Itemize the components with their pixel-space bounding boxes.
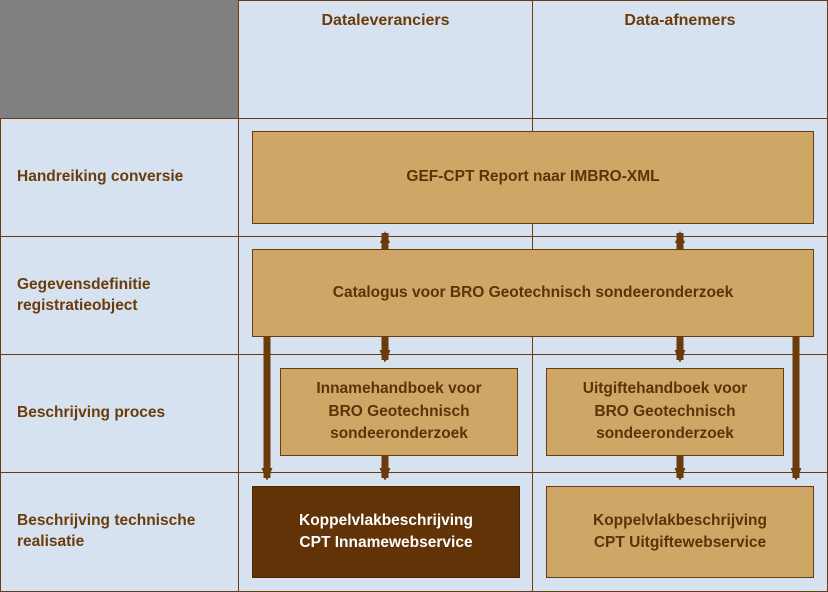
box-koppelvlak-uitgifte-line1: Koppelvlakbeschrijving	[593, 511, 767, 529]
box-koppelvlak-inname-line1: Koppelvlakbeschrijving	[299, 511, 473, 529]
column-header-data-afnemers-label: Data-afnemers	[624, 12, 736, 29]
column-header-data-afnemers: Data-afnemers	[532, 0, 828, 119]
box-innamehandboek-line2: BRO Geotechnisch	[328, 402, 470, 420]
row-label-beschrijving-proces-text: Beschrijving proces	[17, 404, 166, 422]
box-innamehandboek-line1: Innamehandboek voor	[316, 380, 482, 398]
box-gef-cpt-report-label: GEF-CPT Report naar IMBRO-XML	[406, 168, 660, 186]
column-header-dataleveranciers: Dataleveranciers	[238, 0, 533, 119]
box-koppelvlak-uitgifte-line2: CPT Uitgiftewebservice	[593, 534, 767, 551]
box-catalogus[interactable]: Catalogus voor BRO Geotechnisch sondeero…	[252, 249, 814, 337]
row-label-beschrijving-technische-realisatie-text: Beschrijving technische realisatie	[17, 512, 196, 550]
box-uitgiftehandboek-line2: BRO Geotechnisch	[594, 402, 736, 420]
box-catalogus-label: Catalogus voor BRO Geotechnisch sondeero…	[332, 283, 734, 301]
column-header-dataleveranciers-label: Dataleveranciers	[321, 12, 450, 29]
box-koppelvlak-inname-line2: CPT Innamewebservice	[299, 534, 473, 551]
box-koppelvlakbeschrijving-cpt-innamewebservice[interactable]: Koppelvlakbeschrijving CPT Innamewebserv…	[252, 486, 520, 578]
row-label-beschrijving-proces: Beschrijving proces	[0, 354, 239, 473]
box-gef-cpt-report[interactable]: GEF-CPT Report naar IMBRO-XML	[252, 131, 814, 224]
row-label-gegevensdefinitie-text: Gegevensdefinitie registratieobject	[17, 275, 151, 314]
grid-corner-cell	[0, 0, 239, 119]
box-uitgiftehandboek-line3: sondeeronderzoek	[596, 425, 734, 443]
row-label-handreiking-conversie: Handreiking conversie	[0, 118, 239, 237]
row-label-handreiking-conversie-text: Handreiking conversie	[17, 168, 184, 186]
box-innamehandboek-line3: sondeeronderzoek	[330, 425, 468, 443]
row-label-beschrijving-technische-realisatie: Beschrijving technische realisatie	[0, 472, 239, 592]
row-label-gegevensdefinitie: Gegevensdefinitie registratieobject	[0, 236, 239, 355]
box-koppelvlakbeschrijving-cpt-uitgiftewebservice[interactable]: Koppelvlakbeschrijving CPT Uitgiftewebse…	[546, 486, 814, 578]
box-uitgiftehandboek-line1: Uitgiftehandboek voor	[582, 380, 748, 398]
box-uitgiftehandboek[interactable]: Uitgiftehandboek voor BRO Geotechnisch s…	[546, 368, 784, 456]
box-innamehandboek[interactable]: Innamehandboek voor BRO Geotechnisch son…	[280, 368, 518, 456]
